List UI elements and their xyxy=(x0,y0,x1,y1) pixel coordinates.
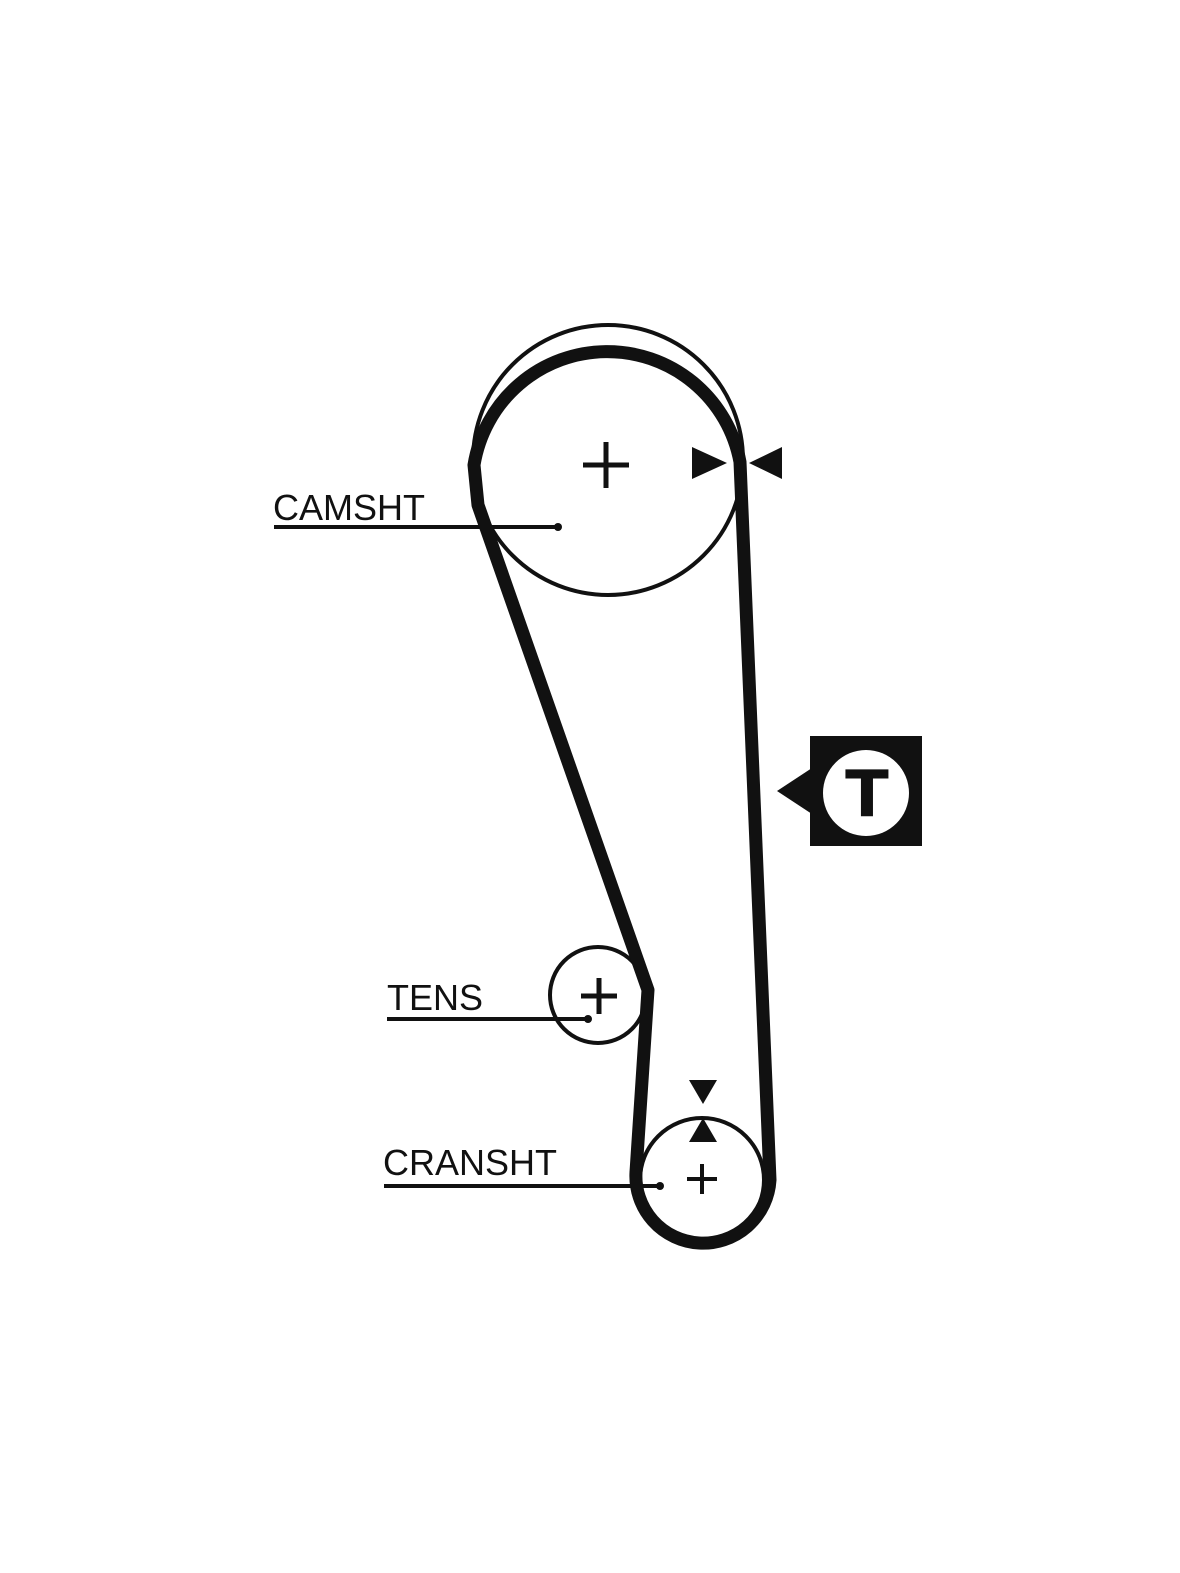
camshaft-mark-right-arrow-icon xyxy=(692,447,727,479)
crankshaft-mark-up-arrow-icon xyxy=(689,1118,717,1142)
crankshaft-timing-mark-icon xyxy=(689,1080,717,1142)
crankshaft-callout: CRANSHT xyxy=(383,1142,664,1190)
tensioner-leader-dot-icon xyxy=(584,1015,592,1023)
tensioner-center-cross-icon xyxy=(581,978,617,1014)
tension-badge-letter: T xyxy=(845,758,889,832)
crankshaft-mark-down-arrow-icon xyxy=(689,1080,717,1104)
crankshaft-center-cross-icon xyxy=(687,1164,717,1194)
camshaft-center-cross-icon xyxy=(583,442,629,488)
tensioner-callout: TENS xyxy=(387,977,592,1023)
camshaft-leader-dot-icon xyxy=(554,523,562,531)
camshaft-callout: CAMSHT xyxy=(273,487,562,531)
tensioner-label: TENS xyxy=(387,977,483,1018)
timing-belt xyxy=(467,345,777,1250)
tension-badge-pointer-icon xyxy=(777,766,815,816)
camshaft-label: CAMSHT xyxy=(273,487,425,528)
camshaft-mark-left-arrow-icon xyxy=(749,447,782,479)
crankshaft-label: CRANSHT xyxy=(383,1142,557,1183)
tension-check-badge: T xyxy=(777,736,922,846)
tension-badge-circle xyxy=(823,750,909,836)
crankshaft-leader-dot-icon xyxy=(656,1182,664,1190)
camshaft-timing-mark-icon xyxy=(692,447,782,479)
